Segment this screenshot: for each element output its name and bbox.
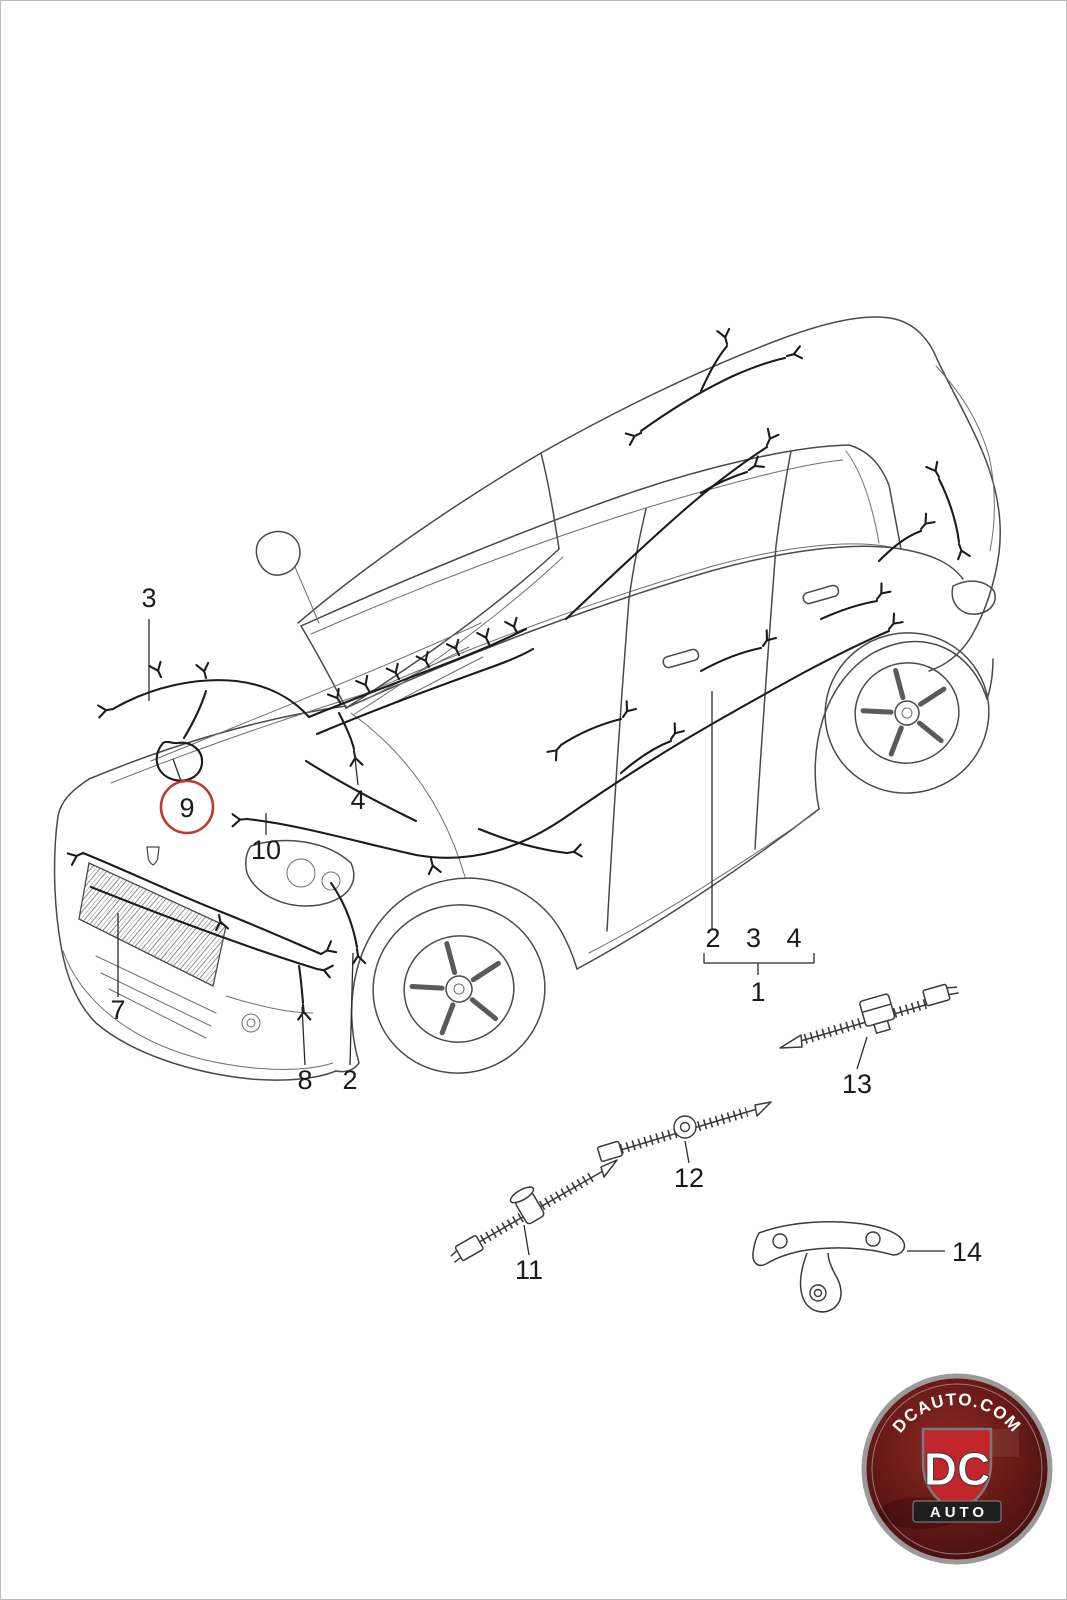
logo-inner-ring (871, 1383, 1043, 1555)
side-mirror (255, 530, 320, 624)
callout-8-label: 8 (297, 1065, 312, 1095)
callout-11: 11 (515, 1224, 543, 1285)
callout-4-leader (353, 748, 359, 786)
callout-13-leader (856, 1036, 868, 1070)
logo-monogram: DC (924, 1443, 990, 1495)
callout-group-bracket (703, 953, 815, 975)
callout-11-leader (523, 1224, 530, 1256)
part-14-bracket (752, 1220, 906, 1313)
rear-door-handle (802, 584, 840, 605)
callout-12-label: 12 (674, 1163, 704, 1193)
callout-3-label: 3 (141, 583, 156, 613)
callout-14-label: 14 (952, 1237, 982, 1267)
part-13-cable-tie (779, 983, 959, 1049)
callout-13: 13 (842, 1036, 872, 1099)
callout-4: 4 (350, 748, 366, 815)
callout-8-leader (301, 1006, 306, 1066)
callout-7: 7 (110, 913, 126, 1025)
callout-9-highlight-circle (159, 779, 215, 835)
callout-8: 8 (297, 1006, 313, 1095)
taillight (951, 580, 996, 615)
vehicle-illustration (53, 316, 1001, 1081)
logo-band-text: AUTO (930, 1504, 988, 1521)
front-door-handle (662, 648, 700, 669)
callout-9-label: 9 (179, 793, 194, 823)
hood-crest (146, 846, 160, 866)
wiring-harness-lines (65, 326, 971, 1022)
logo-badge: DCAUTO.COM DC AUTO (861, 1373, 1053, 1565)
callout-7-label: 7 (110, 995, 125, 1025)
part-11-cable-tie (450, 1159, 618, 1263)
callout-1-label: 1 (750, 977, 765, 1007)
callout-9-highlighted: 9 (159, 758, 215, 835)
callout-12: 12 (674, 1140, 704, 1193)
rear-wheel (824, 632, 990, 794)
callouts: 3 9 4 10 7 8 2 2 3 4 (110, 583, 982, 1285)
callout-10: 10 (251, 813, 281, 865)
front-wheel (372, 904, 546, 1074)
rear-door-seam (754, 450, 792, 850)
callout-10-label: 10 (251, 835, 281, 865)
callout-2: 2 (342, 952, 358, 1095)
headlight (245, 839, 355, 907)
small-parts (450, 983, 959, 1313)
grille (78, 862, 227, 1039)
fog-lamp (225, 995, 314, 1033)
part-12-cable-tie (597, 1101, 772, 1163)
callout-11-label: 11 (515, 1255, 543, 1285)
logo-band (912, 1500, 1002, 1523)
callout-3: 3 (141, 583, 157, 701)
callout-2-leader (349, 952, 354, 1066)
callout-group-label: 2 3 4 (705, 923, 810, 953)
callout-9-leader (172, 758, 182, 782)
callout-group-1: 2 3 4 1 (703, 691, 815, 1007)
callout-13-label: 13 (842, 1069, 872, 1099)
callout-14: 14 (907, 1237, 982, 1267)
front-door-seam (606, 508, 647, 932)
callout-12-leader (684, 1140, 690, 1164)
callout-2-label: 2 (342, 1065, 357, 1095)
callout-4-label: 4 (350, 785, 365, 815)
